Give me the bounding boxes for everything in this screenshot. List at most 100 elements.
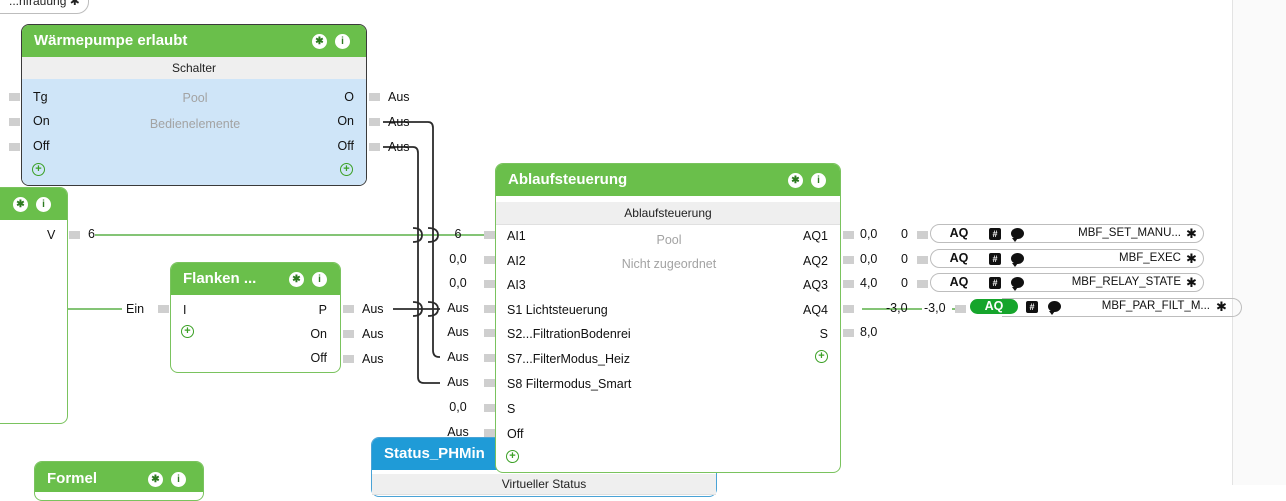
waermepumpe-body: Pool Bedienelemente Tg On Off O On Off +…	[22, 79, 366, 185]
comment-icon[interactable]	[1048, 301, 1061, 315]
value-on: Aus	[362, 327, 384, 341]
value-ai3: 0,0	[449, 276, 467, 290]
output-aq1[interactable]: AQ1	[802, 229, 828, 243]
gear-icon[interactable]: ✱	[1186, 251, 1197, 266]
stub-p-out	[343, 305, 354, 313]
info-icon[interactable]: i	[312, 272, 327, 287]
hash-icon[interactable]: #	[989, 253, 1001, 265]
output-o[interactable]: O	[344, 90, 354, 104]
value-aq2: 0,0	[860, 252, 878, 266]
stub-off	[9, 143, 20, 151]
aq-reference-3[interactable]: AQ # MBF_RELAY_STATE ✱	[930, 273, 1204, 292]
output-off[interactable]: Off	[310, 351, 327, 365]
add-output-icon[interactable]: +	[340, 163, 353, 176]
stub-s7	[484, 354, 495, 362]
aq-ref-1-label: AQ	[937, 226, 981, 241]
comment-icon[interactable]	[1011, 253, 1024, 267]
output-aq3[interactable]: AQ3	[802, 278, 828, 292]
aq-reference-1[interactable]: AQ # MBF_SET_MANU... ✱	[930, 224, 1204, 243]
flanken-block[interactable]: Flanken ... ✱ i I + P On Off	[170, 262, 341, 373]
aq-ref-1-input-value: 0	[901, 227, 908, 241]
input-s7[interactable]: S7...FilterModus_Heiz	[507, 352, 630, 366]
waermepumpe-room: Pool	[182, 91, 208, 105]
add-output-icon[interactable]: +	[815, 350, 828, 363]
status-title: Status_PHMin	[384, 445, 485, 462]
gear-icon[interactable]: ✱	[1216, 299, 1227, 314]
ablaufsteuerung-block[interactable]: Ablaufsteuerung ✱ i Ablaufsteuerung Pool…	[495, 163, 841, 473]
input-i[interactable]: I	[183, 303, 187, 317]
ablaufsteuerung-title: Ablaufsteuerung	[508, 171, 628, 188]
input-s2[interactable]: S2...FiltrationBodenrei	[507, 327, 631, 341]
value-ai2: 0,0	[449, 252, 467, 266]
value-s1: Aus	[440, 301, 476, 316]
gear-icon[interactable]: ✱	[1186, 226, 1197, 241]
info-icon[interactable]: i	[171, 472, 186, 487]
gear-icon[interactable]: ✱	[1186, 275, 1197, 290]
aq-ref-2-name: MBF_EXEC	[1119, 252, 1181, 264]
flanken-header[interactable]: Flanken ... ✱ i	[171, 263, 340, 295]
output-on[interactable]: On	[310, 327, 327, 341]
info-icon[interactable]: i	[335, 34, 350, 49]
input-ai1[interactable]: AI1	[507, 229, 526, 243]
output-on[interactable]: On	[337, 114, 354, 128]
aq-reference-2[interactable]: AQ # MBF_EXEC ✱	[930, 249, 1204, 268]
value-aq3: 4,0	[860, 276, 878, 290]
waermepumpe-block[interactable]: Wärmepumpe erlaubt ✱ i Schalter Pool Bed…	[21, 24, 367, 186]
gear-icon[interactable]: ✱	[148, 472, 163, 487]
stub-aq-ref-1	[917, 231, 928, 239]
add-input-icon[interactable]: +	[181, 325, 194, 338]
waermepumpe-category: Bedienelemente	[149, 117, 241, 131]
value-s7: Aus	[440, 350, 476, 365]
stub-s	[484, 404, 495, 412]
formel-header[interactable]: Formel ✱ i	[35, 462, 203, 492]
output-v[interactable]: V	[47, 228, 56, 242]
stub-aq4-out	[843, 305, 854, 313]
input-s[interactable]: S	[507, 402, 516, 416]
gear-icon[interactable]: ✱	[13, 197, 28, 212]
hash-icon[interactable]: #	[1026, 301, 1038, 313]
output-p[interactable]: P	[318, 303, 327, 317]
gear-icon[interactable]: ✱	[312, 34, 327, 49]
info-icon[interactable]: i	[811, 173, 826, 188]
waermepumpe-header[interactable]: Wärmepumpe erlaubt ✱ i	[22, 25, 366, 57]
stub-tg	[9, 93, 20, 101]
output-aq2[interactable]: AQ2	[802, 254, 828, 268]
value-aq1: 0,0	[860, 227, 878, 241]
input-ai2[interactable]: AI2	[507, 254, 526, 268]
hash-icon[interactable]: #	[989, 228, 1001, 240]
stub-v-out	[69, 231, 80, 239]
stub-s-out	[843, 329, 854, 337]
aq-ref-4-name: MBF_PAR_FILT_M...	[1101, 300, 1210, 312]
ablaufsteuerung-category: Nicht zugeordnet	[621, 257, 717, 271]
info-icon[interactable]: i	[36, 197, 51, 212]
add-input-icon[interactable]: +	[506, 450, 519, 463]
hash-icon[interactable]: #	[989, 277, 1001, 289]
stub-s8	[484, 379, 495, 387]
top-partial-link[interactable]: ...nfrauung ✱	[0, 0, 89, 14]
aq-ref-4-frame	[1002, 298, 1242, 317]
aq-ref-3-label: AQ	[937, 275, 981, 290]
gear-icon[interactable]: ✱	[289, 272, 304, 287]
add-input-icon[interactable]: +	[32, 163, 45, 176]
input-off[interactable]: Off	[33, 139, 50, 153]
left-partial-block[interactable]: ✱ i V	[0, 187, 68, 424]
input-s8[interactable]: S8 Filtermodus_Smart	[507, 377, 632, 391]
output-aq4[interactable]: AQ4	[802, 303, 828, 317]
left-block-header[interactable]: ✱ i	[0, 188, 67, 220]
gear-icon[interactable]: ✱	[69, 0, 80, 8]
aq-ref-3-input-value: 0	[901, 276, 908, 290]
comment-icon[interactable]	[1011, 277, 1024, 291]
ablaufsteuerung-header[interactable]: Ablaufsteuerung ✱ i	[496, 164, 840, 196]
input-on[interactable]: On	[33, 114, 50, 128]
input-s1[interactable]: S1 Lichtsteuerung	[507, 303, 608, 317]
ablaufsteuerung-type: Ablaufsteuerung	[496, 202, 840, 225]
input-tg[interactable]: Tg	[33, 90, 48, 104]
comment-icon[interactable]	[1011, 228, 1024, 242]
input-off[interactable]: Off	[507, 427, 524, 441]
input-ai3[interactable]: AI3	[507, 278, 526, 292]
output-s[interactable]: S	[819, 327, 828, 341]
gear-icon[interactable]: ✱	[788, 173, 803, 188]
formel-block[interactable]: Formel ✱ i	[34, 461, 204, 501]
output-off[interactable]: Off	[337, 139, 354, 153]
